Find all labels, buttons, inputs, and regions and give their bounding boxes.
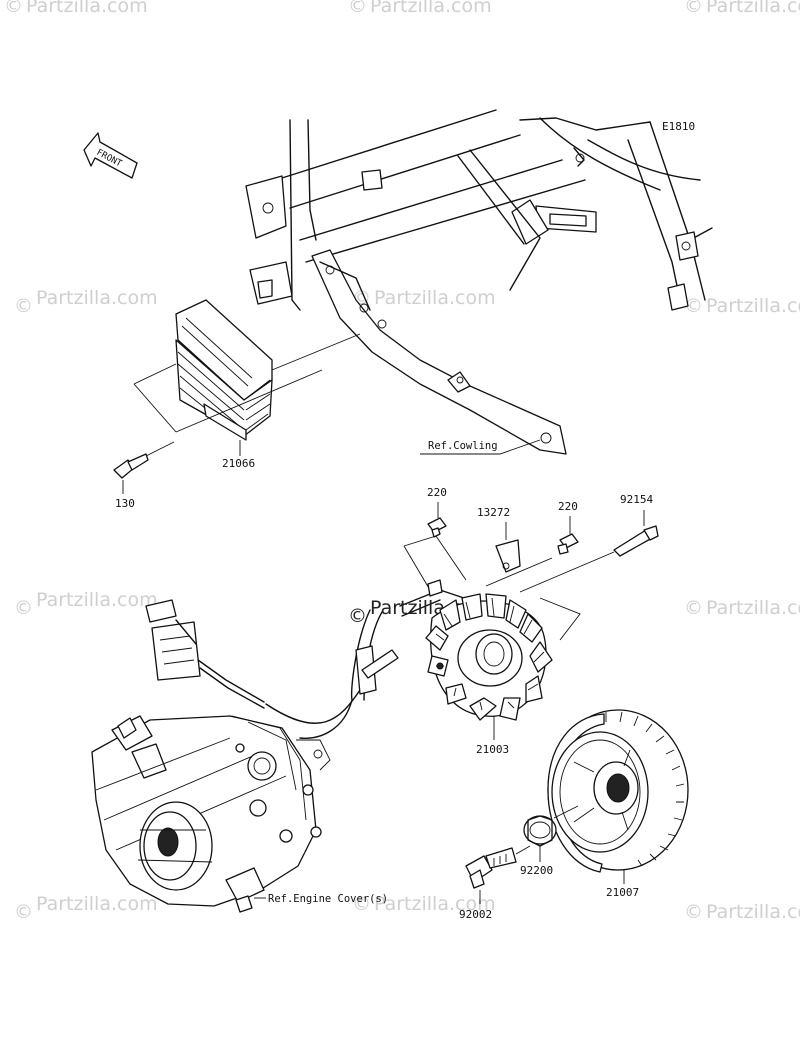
svg-text:Partzilla.com: Partzilla.com xyxy=(26,0,148,17)
bolt-92002 xyxy=(465,845,531,889)
frame-assembly xyxy=(245,109,713,455)
watermark-top-left: ©Partzilla.com xyxy=(4,0,148,17)
label-bolt-220-right: 220 xyxy=(558,500,578,513)
regulator-rectifier xyxy=(133,299,361,456)
svg-text:Partzilla.com: Partzilla.com xyxy=(36,589,158,611)
watermark-row3-right: ©Partzilla.com xyxy=(684,597,800,619)
svg-text:Partzilla.com: Partzilla.com xyxy=(706,295,800,317)
label-bolt-92002: 92002 xyxy=(459,908,492,921)
bolt-130 xyxy=(113,441,175,494)
svg-text:©: © xyxy=(14,597,33,619)
svg-text:Partzilla.com: Partzilla.com xyxy=(370,0,492,17)
watermark-top-mid: ©Partzilla.com xyxy=(348,0,492,17)
svg-text:Partzilla.com: Partzilla.com xyxy=(374,893,496,915)
watermark-row2-mid: ©Partzilla.com xyxy=(352,287,496,309)
stator-21003 xyxy=(425,593,553,721)
svg-text:Partzilla.com: Partzilla.com xyxy=(36,287,158,309)
label-clamp: 13272 xyxy=(477,506,510,519)
bolt-220-right xyxy=(557,533,579,555)
label-washer: 92200 xyxy=(520,864,553,877)
svg-text:©: © xyxy=(684,901,703,923)
clamp-13272 xyxy=(495,539,521,573)
watermark-row3-left: ©Partzilla.com xyxy=(14,589,158,619)
svg-text:©: © xyxy=(684,0,703,17)
label-bolt-130: 130 xyxy=(115,497,135,510)
svg-text:©: © xyxy=(14,901,33,923)
watermark-row4-left: ©Partzilla.com xyxy=(14,893,158,923)
svg-text:Partzilla.com: Partzilla.com xyxy=(706,0,800,17)
watermark-row2-left: ©Partzilla.com xyxy=(14,287,158,317)
bolt-220-left xyxy=(427,517,447,538)
svg-text:©: © xyxy=(684,597,703,619)
svg-text:©: © xyxy=(352,893,371,915)
svg-text:©: © xyxy=(4,0,23,17)
label-bolt-220-left: 220 xyxy=(427,486,447,499)
stator-harness xyxy=(145,579,471,739)
label-regulator: 21066 xyxy=(222,457,255,470)
rotor-21007 xyxy=(547,709,689,873)
ref-cowling: Ref.Cowling xyxy=(428,440,498,452)
ref-engine-cover: Ref.Engine Cover(s) xyxy=(268,893,388,905)
watermark-row4-mid: ©Partzilla.com xyxy=(352,893,496,915)
svg-text:Partzilla.com: Partzilla.com xyxy=(36,893,158,915)
front-arrow-icon: FRONT xyxy=(83,132,138,179)
svg-text:Partzilla.com: Partzilla.com xyxy=(706,597,800,619)
label-rotor: 21007 xyxy=(606,886,639,899)
svg-text:©: © xyxy=(348,0,367,17)
watermark-row2-right: ©Partzilla.com xyxy=(684,295,800,317)
watermark-layer: ©Partzilla.com ©Partzilla.com ©Partzilla… xyxy=(4,0,800,923)
svg-text:©: © xyxy=(348,605,367,627)
watermark-top-right: ©Partzilla.com xyxy=(684,0,800,17)
svg-text:©: © xyxy=(684,295,703,317)
label-stator: 21003 xyxy=(476,743,509,756)
svg-text:Partzilla.com: Partzilla.com xyxy=(706,901,800,923)
svg-text:©: © xyxy=(14,295,33,317)
washer-92200 xyxy=(523,815,557,847)
diagram-code: E1810 xyxy=(662,120,695,133)
engine-cover xyxy=(91,715,331,913)
bolt-92154 xyxy=(613,525,659,557)
label-bolt-92154: 92154 xyxy=(620,493,653,506)
watermark-row4-right: ©Partzilla.com xyxy=(684,901,800,923)
svg-text:Partzilla.com: Partzilla.com xyxy=(374,287,496,309)
